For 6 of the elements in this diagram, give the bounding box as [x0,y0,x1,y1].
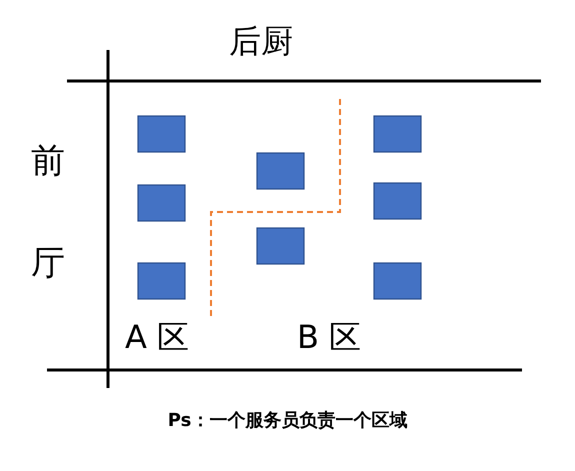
caption: Ps：一个服务员负责一个区域 [166,412,408,430]
area-label: 厅 [31,246,65,280]
zone-label: B 区 [297,321,362,353]
area-label: 后厨 [229,25,293,57]
zone-label: A 区 [125,321,190,353]
area-label: 前 [31,144,65,178]
